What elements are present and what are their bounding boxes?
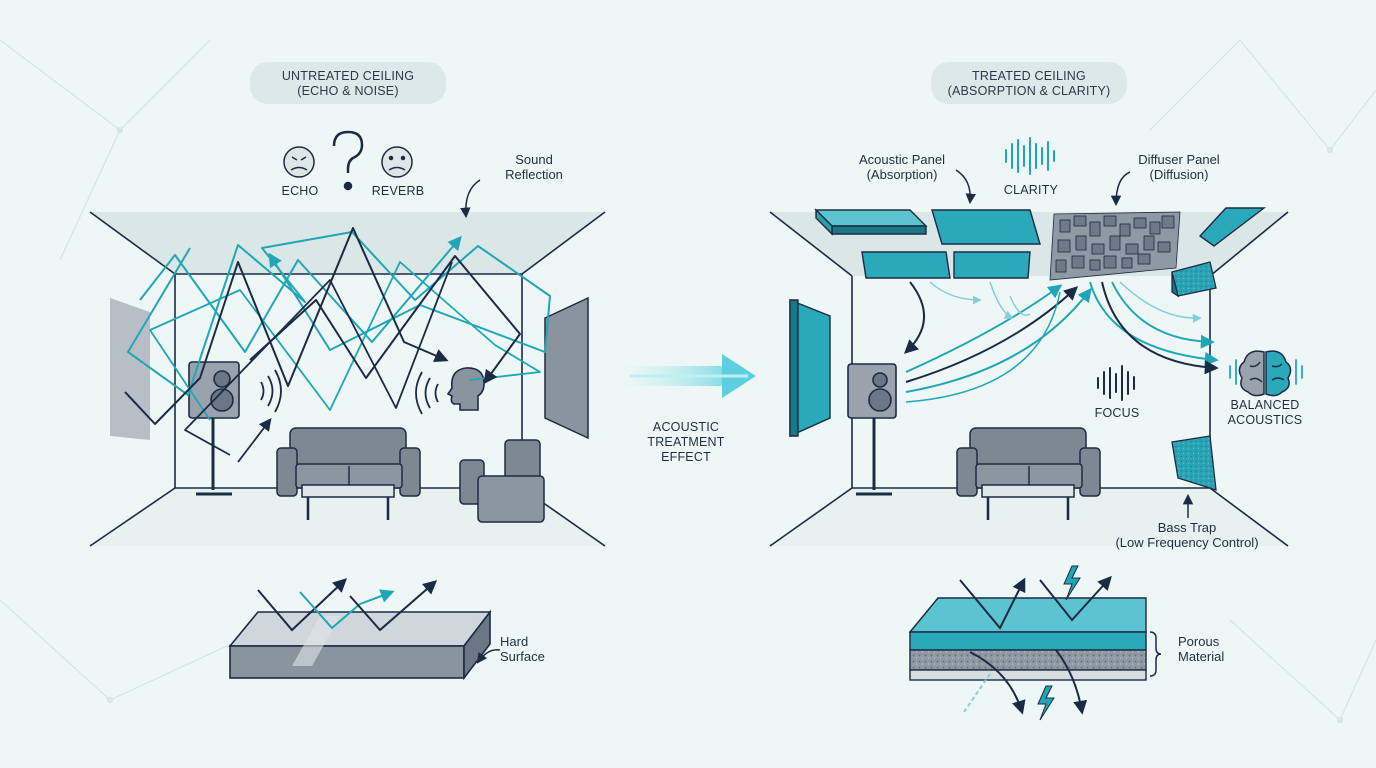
diffuser-panel-line2: (Diffusion) [1149,167,1209,182]
energy-bolt-icon-bottom [1037,685,1055,721]
bass-trap-top [1171,261,1217,298]
sound-reflection-label: Sound Reflection [494,152,574,182]
untreated-title-line2: (ECHO & NOISE) [297,84,399,98]
treated-title: TREATED CEILING (ABSORPTION & CLARITY) [931,62,1127,104]
balanced-line1: BALANCED [1230,398,1300,412]
sound-reflection-line2: Reflection [505,167,563,182]
armchair-left [459,439,545,523]
porous-bracket [1149,631,1162,677]
energy-bolt-icon [1063,565,1081,601]
treated-room [769,137,1303,721]
focus-waveform-icon [1097,365,1135,401]
porous-material-label: Porous Material [1178,634,1224,664]
porous-line1: Porous [1178,634,1220,649]
bass-trap-line2: (Low Frequency Control) [1115,535,1259,550]
clarity-waveform-icon [1005,137,1055,175]
confused-face-icon [283,146,315,178]
untreated-title: UNTREATED CEILING (ECHO & NOISE) [250,62,446,104]
treatment-effect-line1: ACOUSTIC [652,420,720,434]
bass-trap-bottom [1171,435,1217,491]
porous-material [908,597,1147,681]
porous-line2: Material [1178,649,1225,664]
diffuser-panel [1049,211,1181,281]
acoustic-panel-line1: Acoustic Panel [859,152,945,167]
hard-surface-pointer [476,649,501,664]
background-network [0,39,1376,723]
bass-trap-line1: Bass Trap [1157,520,1217,535]
ceiling-acoustic-panels [814,207,1267,279]
coffee-table-left [301,484,395,520]
sofa-left [276,427,421,497]
left-wall-slab [110,298,150,440]
listener-waves [415,371,439,415]
diffuser-panel-label: Diffuser Panel (Diffusion) [1124,152,1234,182]
reflection-arrows-surface [257,578,438,632]
acoustic-panel-line2: (Absorption) [866,167,938,182]
treated-title-line2: (ABSORPTION & CLARITY) [947,84,1111,98]
focus-label: FOCUS [1094,406,1140,420]
acoustic-panel-pointer [955,169,976,205]
diffuser-panel-line1: Diffuser Panel [1138,152,1220,167]
untreated-title-line1: UNTREATED CEILING [281,69,415,83]
treatment-effect-label: ACOUSTIC TREATMENT EFFECT [636,420,736,465]
sofa-right [956,427,1101,497]
acoustic-panel-label: Acoustic Panel (Absorption) [846,152,958,182]
bass-trap-label: Bass Trap (Low Frequency Control) [1100,520,1274,550]
coffee-table-right [981,484,1075,520]
hard-surface-label: Hard Surface [500,634,545,664]
porous-arrows [959,575,1112,715]
diffuser-pointer [1110,171,1131,207]
controlled-sound-flow [903,281,1219,403]
balanced-acoustics-label: BALANCED ACOUSTICS [1222,398,1308,428]
question-mark-icon [332,130,364,191]
side-wall-panel [789,298,831,438]
hard-surface-line2: Surface [500,649,545,664]
hard-surface [228,609,492,681]
reverb-label: REVERB [371,184,425,198]
treatment-arrow [620,354,756,398]
echo-label: ECHO [281,184,319,198]
speaker-right [847,363,897,496]
right-wall-slab [544,296,589,440]
hard-surface-line1: Hard [500,634,529,649]
speaker-waves-left [260,369,282,413]
balanced-line2: ACOUSTICS [1227,413,1303,427]
sound-reflection-line1: Sound [515,152,553,167]
treatment-effect-line3: EFFECT [661,450,711,464]
brain-icon [1238,350,1292,397]
listener-head-icon [446,367,485,411]
untreated-room [89,130,606,681]
treated-title-line1: TREATED CEILING [972,69,1086,83]
sound-reflection-pointer [460,179,481,219]
sad-face-icon [381,146,413,178]
chaotic-reflections [124,227,551,463]
right-floor [770,488,1288,546]
clarity-label: CLARITY [1003,183,1059,197]
brain-waves [1229,359,1303,385]
treatment-effect-line2: TREATMENT [647,435,725,449]
